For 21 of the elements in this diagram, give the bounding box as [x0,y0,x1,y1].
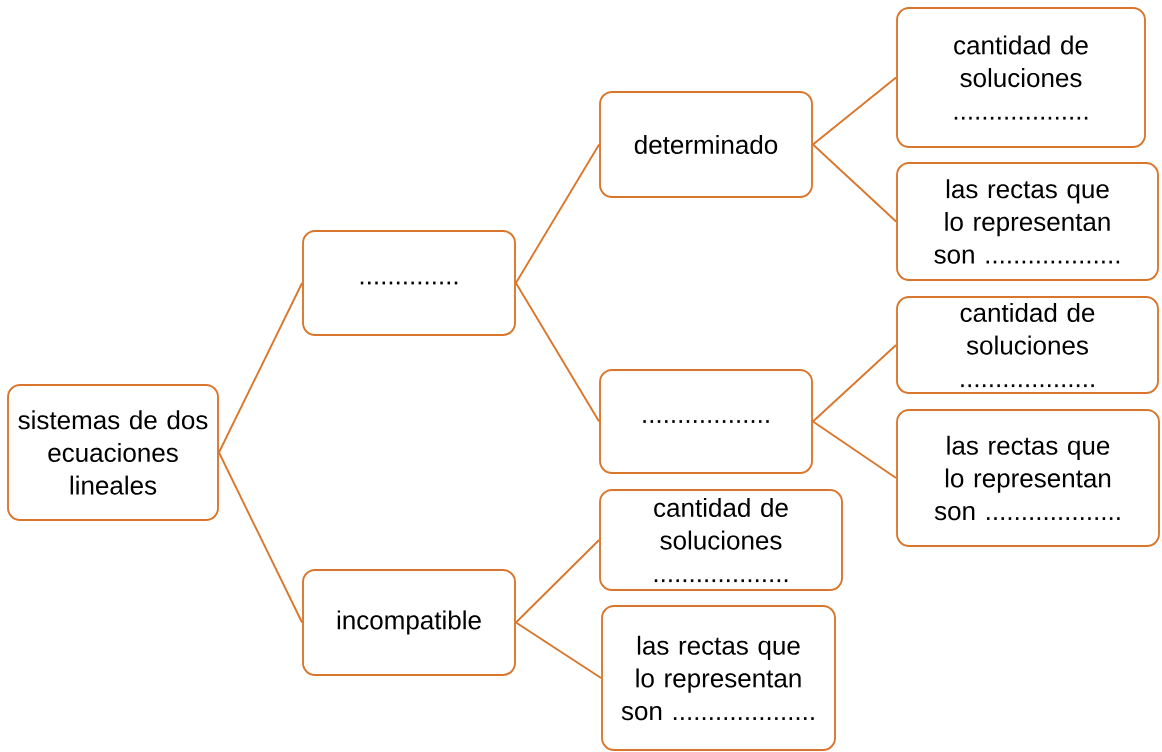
connector-line [812,420,897,479]
concept-box: las rectas que lo representan son ................... [896,409,1160,547]
concept-box: las rectas que lo representan son .................... [601,605,836,751]
concept-box: sistemas de dos ecuaciones lineales [7,384,219,521]
connector-line [515,143,600,284]
concept-box: cantidad de soluciones ................... [896,7,1146,148]
connector-line [812,344,897,423]
connector-line [812,143,897,223]
concept-box: las rectas que lo representan son ................... [896,162,1159,281]
connector-line [218,282,303,454]
connector-line [218,451,303,624]
concept-box: determinado [599,91,813,198]
concept-box: .................. [599,369,813,474]
connector-line [812,76,897,146]
connector-line [515,282,600,423]
connector-line [515,621,602,679]
concept-box: .............. [302,230,516,336]
concept-box: cantidad de soluciones ................... [599,489,843,591]
connector-line [515,539,600,624]
concept-box: incompatible [302,569,516,676]
concept-box: cantidad de soluciones ................... [896,296,1159,394]
